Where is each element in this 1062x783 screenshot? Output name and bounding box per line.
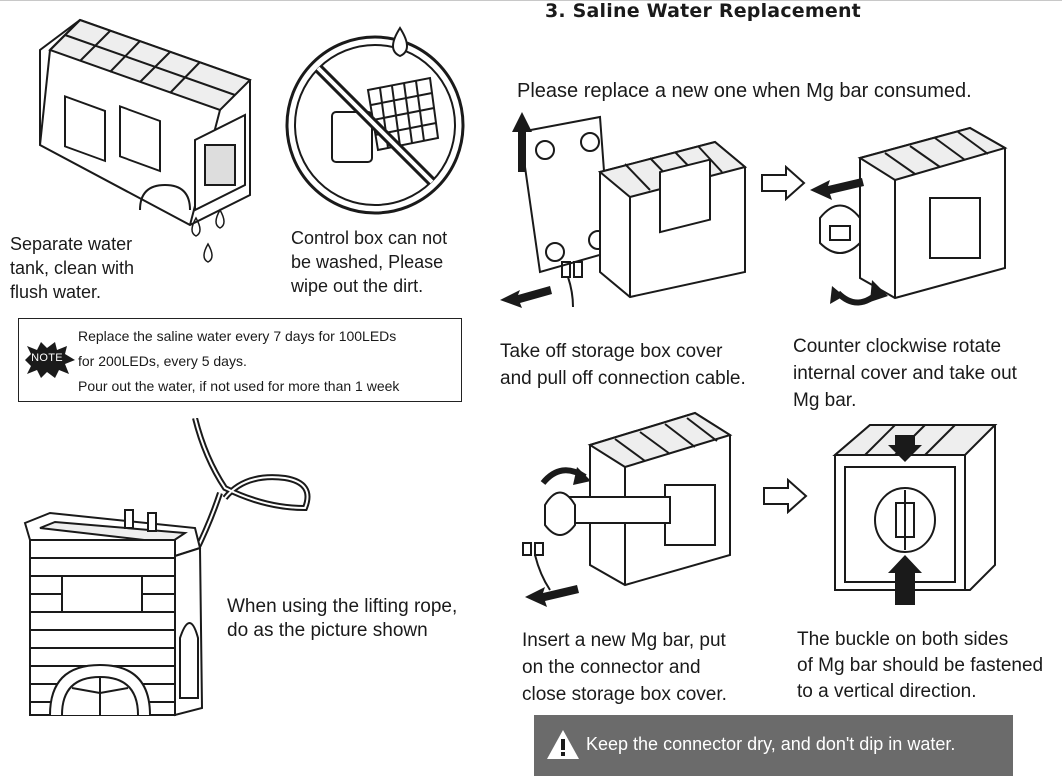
section-heading: 3. Saline Water Replacement (545, 0, 861, 22)
warning-triangle-icon (547, 730, 579, 759)
rope-caption: When using the lifting rope, do as the p… (227, 596, 458, 641)
replacement-subtitle: Please replace a new one when Mg bar con… (517, 80, 972, 102)
no-wash-control-box-illustration (280, 20, 470, 220)
water-tank-illustration (20, 10, 260, 290)
note-line-2: for 200LEDs, every 5 days. (78, 353, 247, 369)
note-box: NOTE Replace the saline water every 7 da… (18, 318, 462, 402)
step2-caption: Counter clockwise rotate internal cover … (793, 336, 1017, 411)
tank-caption: Separate water tank, clean with flush wa… (10, 234, 135, 302)
step1-caption: Take off storage box cover and pull off … (500, 341, 746, 389)
step3-caption: Insert a new Mg bar, put on the connecto… (522, 630, 727, 705)
note-line-1: Replace the saline water every 7 days fo… (78, 328, 397, 344)
top-rule (0, 0, 1062, 1)
step3-insert-mg-bar-illustration (515, 405, 745, 615)
step-arrow-right-1-icon (760, 165, 806, 201)
step4-caption: The buckle on both sides of Mg bar shoul… (797, 629, 1044, 702)
lifting-rope-illustration (20, 418, 320, 718)
note-line-3: Pour out the water, if not used for more… (78, 378, 400, 394)
warning-text: Keep the connector dry, and don't dip in… (586, 734, 956, 754)
control-box-caption: Control box can not be washed, Please wi… (291, 228, 448, 296)
warning-banner: Keep the connector dry, and don't dip in… (534, 715, 1013, 776)
step4-buckle-vertical-illustration (830, 415, 1005, 610)
step2-rotate-cover-illustration (800, 118, 1020, 318)
step-arrow-right-2-icon (762, 478, 808, 514)
step1-take-off-cover-illustration (500, 112, 760, 322)
note-badge: NOTE (21, 340, 79, 380)
note-starburst-icon (25, 342, 75, 378)
